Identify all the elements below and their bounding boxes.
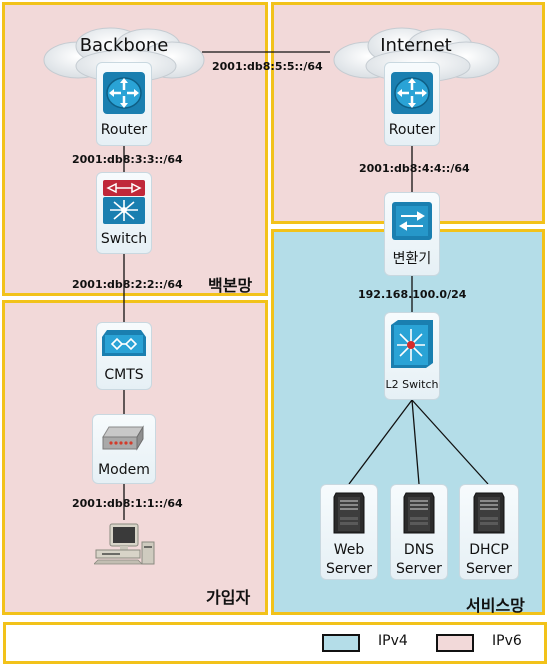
translator[interactable]: 변환기	[384, 192, 440, 276]
cmts-label: CMTS	[104, 367, 144, 383]
internet-router[interactable]: Router	[384, 62, 440, 146]
dhcp-server-label-line1: DHCP	[469, 542, 509, 558]
backbone-router[interactable]: Router	[96, 62, 152, 146]
backbone-switch[interactable]: Switch	[96, 172, 152, 254]
router-icon	[391, 72, 433, 114]
internet-router-label: Router	[388, 122, 436, 138]
backbone-router-label: Router	[100, 122, 148, 138]
backbone-zone-label: 백본망	[208, 276, 253, 295]
backbone-switch-label: Switch	[100, 231, 148, 247]
subnet-switch-cmts: 2001:db8:2:2::/64	[72, 278, 183, 291]
server-icon	[403, 492, 435, 534]
subnet-modem-pc: 2001:db8:1:1::/64	[72, 497, 183, 510]
legend-label-ipv6: IPv6	[492, 633, 522, 649]
pc-icon[interactable]	[94, 522, 156, 566]
legend-swatch-ipv6	[436, 634, 474, 652]
dns-server[interactable]: DNS Server	[390, 484, 448, 580]
translator-icon	[392, 202, 432, 240]
modem[interactable]: Modem	[92, 414, 156, 484]
switch-icon	[103, 180, 145, 224]
backbone-cloud-label: Backbone	[79, 35, 169, 56]
legend-swatch-ipv4	[322, 634, 360, 652]
dns-server-label-line2: Server	[396, 561, 442, 577]
subnet-ipv4: 192.168.100.0/24	[358, 288, 467, 301]
legend: IPv4 IPv6	[3, 622, 547, 664]
link-l2-dns	[411, 399, 420, 485]
web-server[interactable]: Web Server	[320, 484, 378, 580]
dns-server-label-line1: DNS	[403, 542, 435, 558]
translator-label: 변환기	[392, 251, 432, 267]
dhcp-server-label-line2: Server	[466, 561, 512, 577]
l2-switch-icon	[391, 320, 433, 368]
dhcp-server[interactable]: DHCP Server	[459, 484, 519, 580]
l2-switch-label: L2 Switch	[385, 378, 439, 391]
cmts-icon	[102, 330, 146, 356]
l2-switch[interactable]: L2 Switch	[384, 312, 440, 400]
link-l2-dhcp	[411, 399, 489, 485]
subnet-router-translator: 2001:db8:4:4::/64	[359, 162, 470, 175]
web-server-label-line2: Server	[326, 561, 372, 577]
router-icon	[103, 72, 145, 114]
subnet-router-switch: 2001:db8:3:3::/64	[72, 153, 183, 166]
web-server-label-line1: Web	[333, 542, 365, 558]
modem-icon	[102, 425, 144, 451]
cmts[interactable]: CMTS	[96, 322, 152, 390]
link-l2-web	[348, 399, 413, 485]
legend-label-ipv4: IPv4	[378, 633, 408, 649]
subscriber-zone-label: 가입자	[206, 588, 251, 607]
server-icon	[333, 492, 365, 534]
subnet-cloud-link: 2001:db8:5:5::/64	[212, 60, 323, 73]
server-icon	[473, 492, 505, 534]
service-zone-label: 서비스망	[466, 596, 525, 615]
modem-label: Modem	[98, 462, 150, 478]
internet-cloud-label: Internet	[380, 35, 452, 56]
